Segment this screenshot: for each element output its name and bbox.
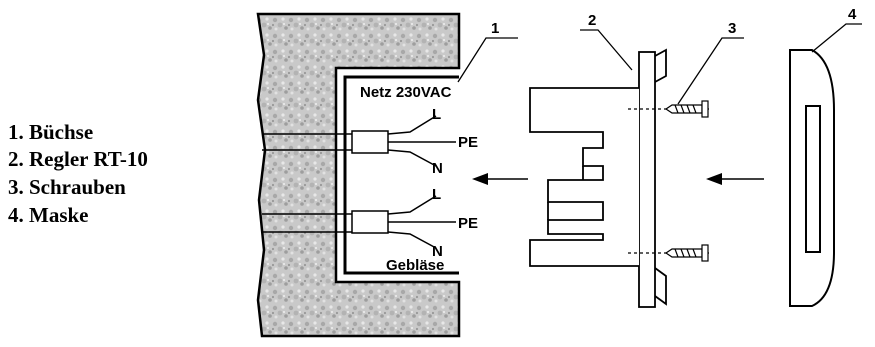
callout-2: 2 <box>588 12 596 29</box>
mask-window <box>805 105 821 253</box>
fan-label: Gebläse <box>386 257 444 274</box>
legend-item-1: 1. Büchse <box>8 120 93 144</box>
screw-icon <box>664 244 709 262</box>
wall <box>256 12 461 338</box>
arrow-left-icon <box>472 173 488 185</box>
callout-4: 4 <box>848 6 857 23</box>
legend-item-2: 2. Regler RT-10 <box>8 147 148 171</box>
callout-1: 1 <box>491 20 499 37</box>
callout-3: 3 <box>728 20 736 37</box>
regulator-body <box>529 87 639 267</box>
wire-l-upper: L <box>432 106 441 123</box>
wire-l-lower: L <box>432 186 441 203</box>
callout-numbers: 1 2 3 4 <box>491 6 857 37</box>
wall-with-box <box>256 12 461 338</box>
arrow-left-icon <box>706 173 722 185</box>
callouts <box>457 23 862 105</box>
supply-label: Netz 230VAC <box>360 84 452 101</box>
cables <box>262 115 456 249</box>
legend-item-4: 4. Maske <box>8 203 89 227</box>
mask <box>789 49 835 307</box>
cable-sheath-upper <box>351 130 389 154</box>
arrows <box>472 173 764 185</box>
legend: 1. Büchse 2. Regler RT-10 3. Schrauben 4… <box>8 120 148 227</box>
cable-sheath-lower <box>351 210 389 234</box>
wire-n-upper: N <box>432 160 443 177</box>
screws <box>628 100 710 262</box>
wire-pe-lower: PE <box>458 215 478 232</box>
regulator-rt10 <box>529 48 667 308</box>
wire-labels: Netz 230VAC L PE N L PE N Gebläse <box>360 84 478 274</box>
front-plate <box>638 51 656 308</box>
legend-item-3: 3. Schrauben <box>8 175 126 199</box>
wire-n-lower: N <box>432 243 443 260</box>
screw-icon <box>664 100 709 118</box>
wire-pe-upper: PE <box>458 134 478 151</box>
box-lining <box>343 75 459 275</box>
